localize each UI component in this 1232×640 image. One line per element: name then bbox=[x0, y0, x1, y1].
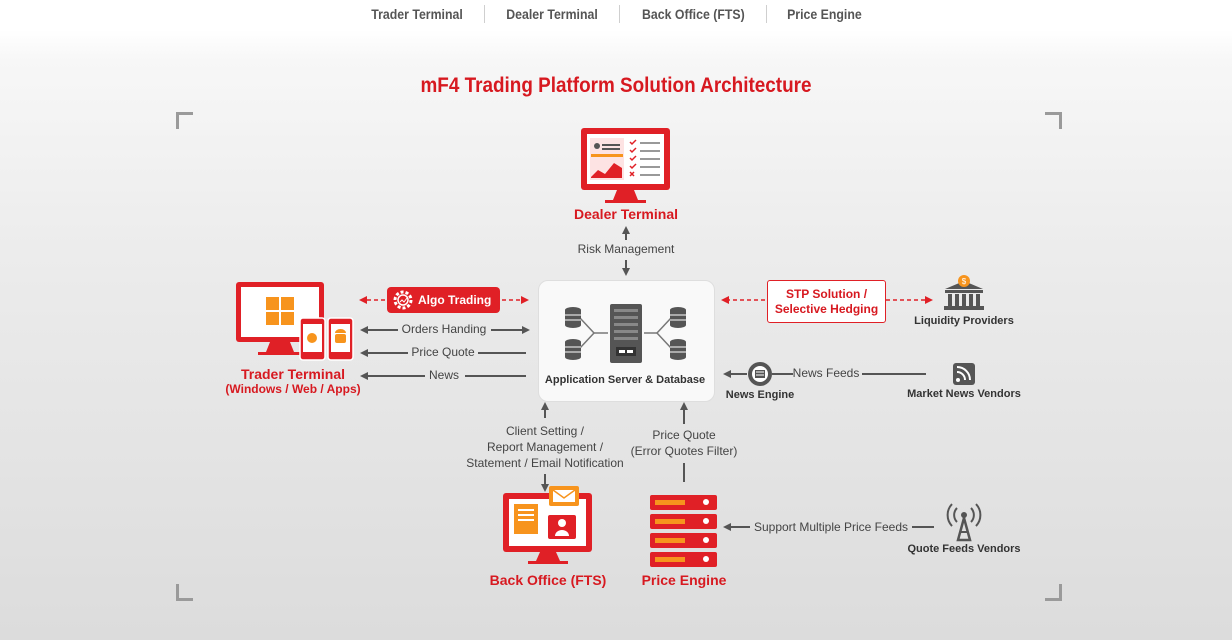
diagram-title: mF4 Trading Platform Solution Architectu… bbox=[420, 74, 812, 97]
trader-terminal-sublabel: (Windows / Web / Apps) bbox=[225, 382, 361, 396]
quote-feeds-vendors-label: Quote Feeds Vendors bbox=[907, 543, 1021, 555]
rss-feed-icon bbox=[953, 363, 975, 385]
nav-dealer-terminal[interactable]: Dealer Terminal bbox=[505, 6, 598, 22]
trader-terminal-icon bbox=[236, 282, 354, 361]
orders-handing-label: Orders Handing bbox=[401, 322, 487, 336]
back-office-label: Back Office (FTS) bbox=[489, 572, 607, 588]
nav-divider bbox=[483, 5, 485, 23]
svg-text:$: $ bbox=[962, 277, 967, 286]
nav-divider bbox=[618, 5, 620, 23]
support-price-feeds-label: Support Multiple Price Feeds bbox=[753, 520, 909, 534]
price-engine-label: Price Engine bbox=[641, 572, 727, 588]
price-engine-icon bbox=[650, 495, 717, 567]
stp-solution-box: STP Solution / Selective Hedging bbox=[767, 280, 886, 323]
top-nav: Trader Terminal Dealer Terminal Back Off… bbox=[0, 0, 1232, 28]
client-setting-label-2: Report Management / bbox=[486, 440, 604, 454]
trader-terminal-label: Trader Terminal bbox=[240, 366, 346, 382]
algo-trading-label: Algo Trading bbox=[418, 293, 492, 307]
liquidity-providers-label: Liquidity Providers bbox=[914, 315, 1014, 327]
news-label: News bbox=[428, 368, 460, 382]
bank-icon: $ bbox=[944, 275, 984, 310]
news-engine-icon bbox=[748, 362, 772, 386]
nav-price-engine[interactable]: Price Engine bbox=[787, 6, 863, 22]
server-database-icon bbox=[565, 304, 686, 363]
app-server-label: Application Server & Database bbox=[544, 374, 706, 386]
news-engine-label: News Engine bbox=[725, 389, 795, 401]
news-feeds-label: News Feeds bbox=[792, 366, 860, 380]
frame-corner bbox=[1045, 112, 1062, 129]
price-quote-filter-label-2: (Error Quotes Filter) bbox=[630, 444, 738, 458]
price-quote-filter-label-1: Price Quote bbox=[652, 428, 716, 442]
dealer-terminal-label: Dealer Terminal bbox=[573, 206, 679, 222]
stp-label-line2: Selective Hedging bbox=[774, 301, 879, 316]
algo-trading-badge: Algo Trading bbox=[387, 287, 500, 313]
nav-divider bbox=[766, 5, 768, 23]
price-quote-label: Price Quote bbox=[411, 345, 475, 359]
nav-back-office[interactable]: Back Office (FTS) bbox=[641, 6, 745, 22]
dealer-terminal-icon bbox=[581, 128, 670, 203]
stp-label-line1: STP Solution / bbox=[785, 286, 868, 301]
client-setting-label-1: Client Setting / bbox=[505, 424, 585, 438]
frame-corner bbox=[176, 112, 193, 129]
client-setting-label-3: Statement / Email Notification bbox=[466, 456, 624, 470]
frame-corner bbox=[1045, 584, 1062, 601]
back-office-icon bbox=[503, 486, 592, 564]
frame-corner bbox=[176, 584, 193, 601]
nav-trader-terminal[interactable]: Trader Terminal bbox=[370, 6, 463, 22]
gear-icon bbox=[393, 290, 413, 310]
antenna-icon bbox=[946, 503, 982, 542]
market-news-vendors-label: Market News Vendors bbox=[907, 388, 1021, 400]
risk-management-label: Risk Management bbox=[577, 242, 675, 256]
